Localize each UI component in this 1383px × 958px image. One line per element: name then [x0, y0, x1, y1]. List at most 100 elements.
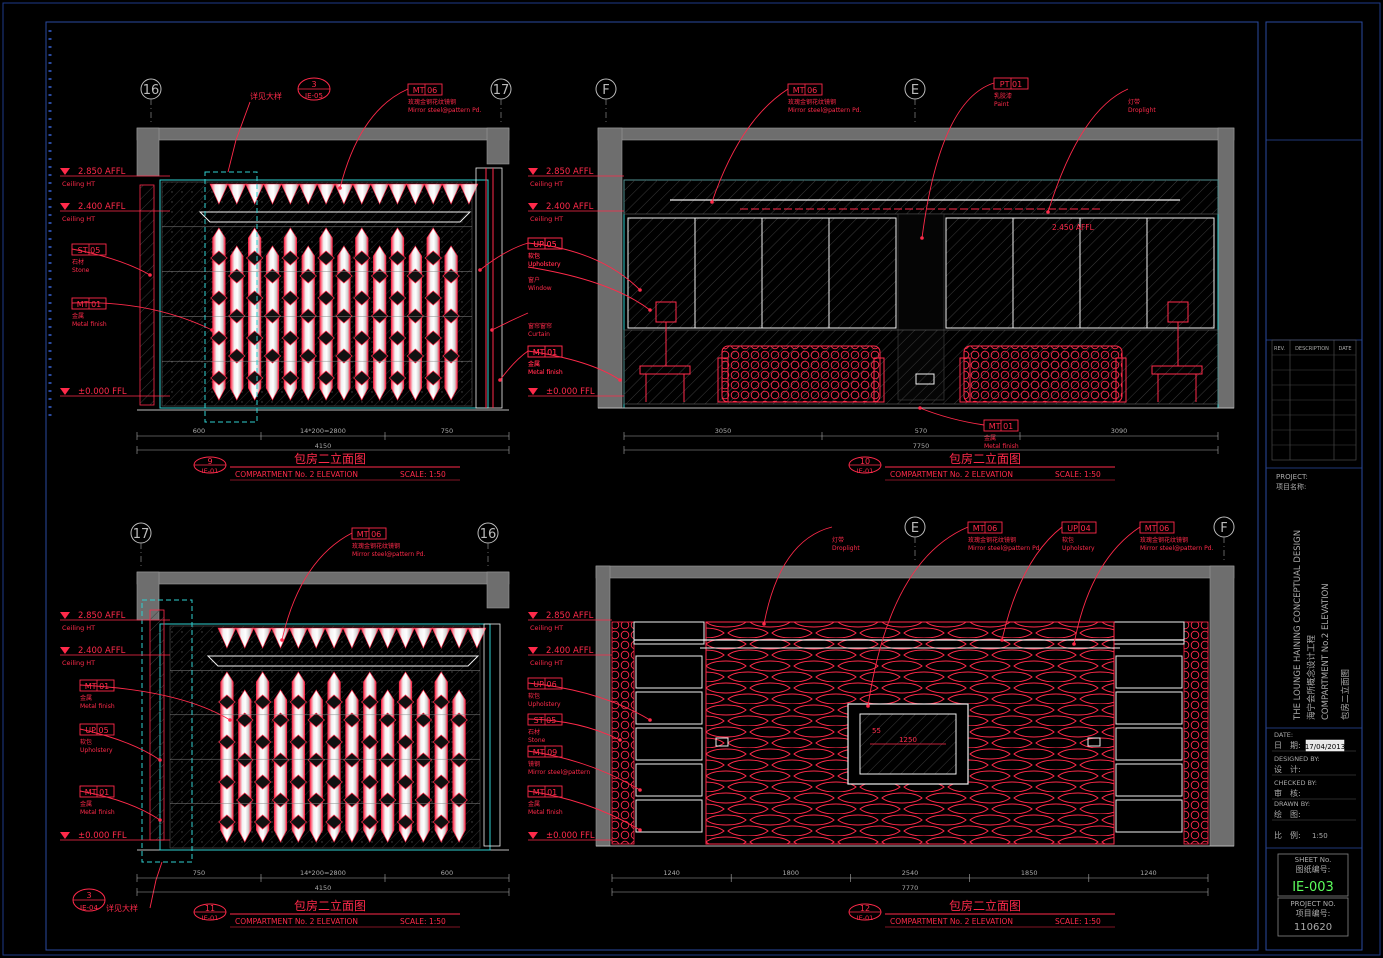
material-cn: 软包	[528, 692, 540, 700]
view-sheet-ref: IE-01	[857, 467, 874, 475]
material-en: Metal finish	[984, 443, 1019, 450]
material-code: UP 04	[1067, 524, 1090, 533]
level-sub: Ceiling HT	[530, 180, 563, 188]
dimension-value: 3090	[1111, 427, 1128, 435]
dimension-value: 1850	[1021, 869, 1038, 877]
sheet-inner-border	[45, 21, 1259, 951]
dimension-total: 4150	[315, 442, 332, 450]
scale-value: 1:50	[1312, 832, 1328, 840]
scale-label-cn: 比 例:	[1274, 830, 1301, 840]
grid-bubble-label: F	[602, 83, 609, 98]
metal-screen-wall	[161, 181, 479, 407]
material-en: Metal finish	[72, 321, 107, 328]
rev-header: DATE	[1338, 346, 1351, 352]
grid-bubble: E	[904, 78, 926, 125]
date-value: 17/04/2013	[1305, 743, 1345, 751]
title-field-label: DRAWN BY:	[1274, 800, 1310, 808]
view-title-cn: 包房二立面图	[294, 451, 366, 466]
material-en: Mirror steel@pattern Pd.	[408, 107, 481, 114]
material-code: ST 05	[78, 246, 101, 255]
side-cabinet	[1113, 621, 1185, 833]
grid-bubble-label: E	[911, 83, 919, 98]
project-label-cn: 项目名称:	[1276, 482, 1306, 491]
level-sub: Ceiling HT	[530, 659, 563, 667]
grid-bubble: 16	[477, 522, 499, 569]
material-cn: 石材	[528, 728, 540, 736]
center-dim: 55	[872, 727, 881, 735]
detail-label: 详见大样	[250, 91, 282, 101]
grid-bubble-label: F	[1220, 521, 1227, 536]
level-value: 2.400 AFFL	[78, 202, 126, 212]
side-table-lamp	[639, 301, 691, 402]
level-value: ±0.000 FFL	[546, 831, 595, 841]
metal-screen-wall	[169, 625, 487, 849]
dimension-total: 4150	[315, 884, 332, 892]
material-en: Upholstery	[528, 261, 561, 268]
level-marker: ±0.000 FFL	[528, 831, 612, 841]
project-no-cn: 项目编号:	[1296, 908, 1331, 918]
view-number: 9	[207, 457, 212, 466]
level-marker: ±0.000 FFL	[528, 387, 624, 397]
material-en: Metal finish	[528, 369, 563, 376]
grid-bubble-label: 16	[143, 83, 160, 98]
project-no-label: PROJECT NO.	[1290, 900, 1335, 908]
dimension-value: 2540	[902, 869, 919, 877]
material-code: ST 05	[534, 716, 557, 725]
detail-number: 3	[86, 891, 91, 900]
material-en: Mirror steel@pattern Pd.	[968, 545, 1041, 552]
material-cn: 乳胶漆	[994, 92, 1012, 100]
sheet-label-cn: 图纸编号:	[1296, 864, 1331, 874]
dimension-value: 14*200=2800	[300, 869, 346, 877]
material-cn: 灯带	[1128, 98, 1140, 106]
grid-bubble-label: 17	[133, 527, 150, 542]
sheet-label: SHEET No.	[1295, 856, 1332, 864]
material-cn: 软包	[1062, 536, 1074, 544]
dimension-value: 1240	[663, 869, 680, 877]
material-en: Stone	[72, 267, 90, 274]
project-label: PROJECT:	[1276, 473, 1308, 481]
material-cn: 软包	[528, 252, 540, 260]
view-scale: SCALE: 1:50	[1055, 917, 1101, 926]
sofa	[959, 345, 1127, 403]
material-en: Window	[528, 285, 552, 292]
title-field-cn: 审 核:	[1274, 788, 1301, 798]
material-cn: 金属	[984, 434, 996, 442]
dimension-total: 7750	[913, 442, 930, 450]
material-en: Curtain	[528, 331, 550, 338]
grid-bubble: F	[1213, 516, 1235, 563]
view-title-cn: 包房二立面图	[949, 898, 1021, 913]
material-code: MT 06	[357, 530, 382, 539]
side-table-lamp	[1151, 301, 1203, 402]
rev-header: DESCRIPTION	[1295, 346, 1329, 352]
view-title-cn: 包房二立面图	[949, 451, 1021, 466]
material-cn: 金属	[80, 800, 92, 808]
material-code: UP 05	[85, 726, 108, 735]
view-number: 11	[205, 904, 215, 913]
material-cn: 软包	[528, 252, 540, 260]
level-value: ±0.000 FFL	[78, 387, 127, 397]
view-sheet-ref: IE-01	[202, 467, 219, 475]
level-value: 2.850 AFFL	[78, 611, 126, 621]
